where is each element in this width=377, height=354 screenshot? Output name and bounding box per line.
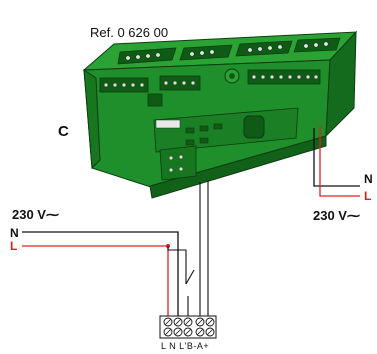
lower-block-screws (168, 154, 184, 173)
brand-plate (155, 119, 181, 129)
right-live-wire (319, 126, 360, 197)
rotary-knob (224, 68, 240, 84)
terminal-block (159, 315, 217, 339)
network-port (147, 93, 163, 107)
din-clip (149, 135, 327, 199)
left-supply-label: 230 V⁓ (12, 207, 59, 222)
front-terminals (99, 69, 321, 93)
lower-block (159, 145, 197, 181)
right-neutral-wire (313, 128, 360, 187)
terminal-labels: L N L'B-A+ (161, 341, 210, 351)
device-right-side (325, 30, 357, 138)
reference-label: Ref. 0 626 00 (90, 25, 169, 40)
right-live-label: L (364, 189, 372, 203)
left-neutral-wire (22, 231, 179, 318)
right-neutral-label: N (364, 172, 373, 186)
display-window (243, 115, 265, 139)
front-buttons (185, 123, 223, 146)
right-supply-wires (313, 126, 360, 197)
top-screws (125, 41, 329, 61)
left-neutral-label: N (10, 226, 19, 240)
switch-contact (185, 269, 195, 285)
left-live-wire (22, 245, 169, 318)
device-letter-label: C (58, 123, 69, 140)
left-supply-wires (22, 180, 209, 318)
device-left-side (83, 69, 101, 170)
front-screws (103, 74, 319, 88)
device-module (82, 30, 358, 199)
right-supply-label: 230 V⁓ (313, 208, 360, 223)
switch-feed-wire (167, 246, 187, 284)
left-live-label: L (10, 239, 18, 253)
